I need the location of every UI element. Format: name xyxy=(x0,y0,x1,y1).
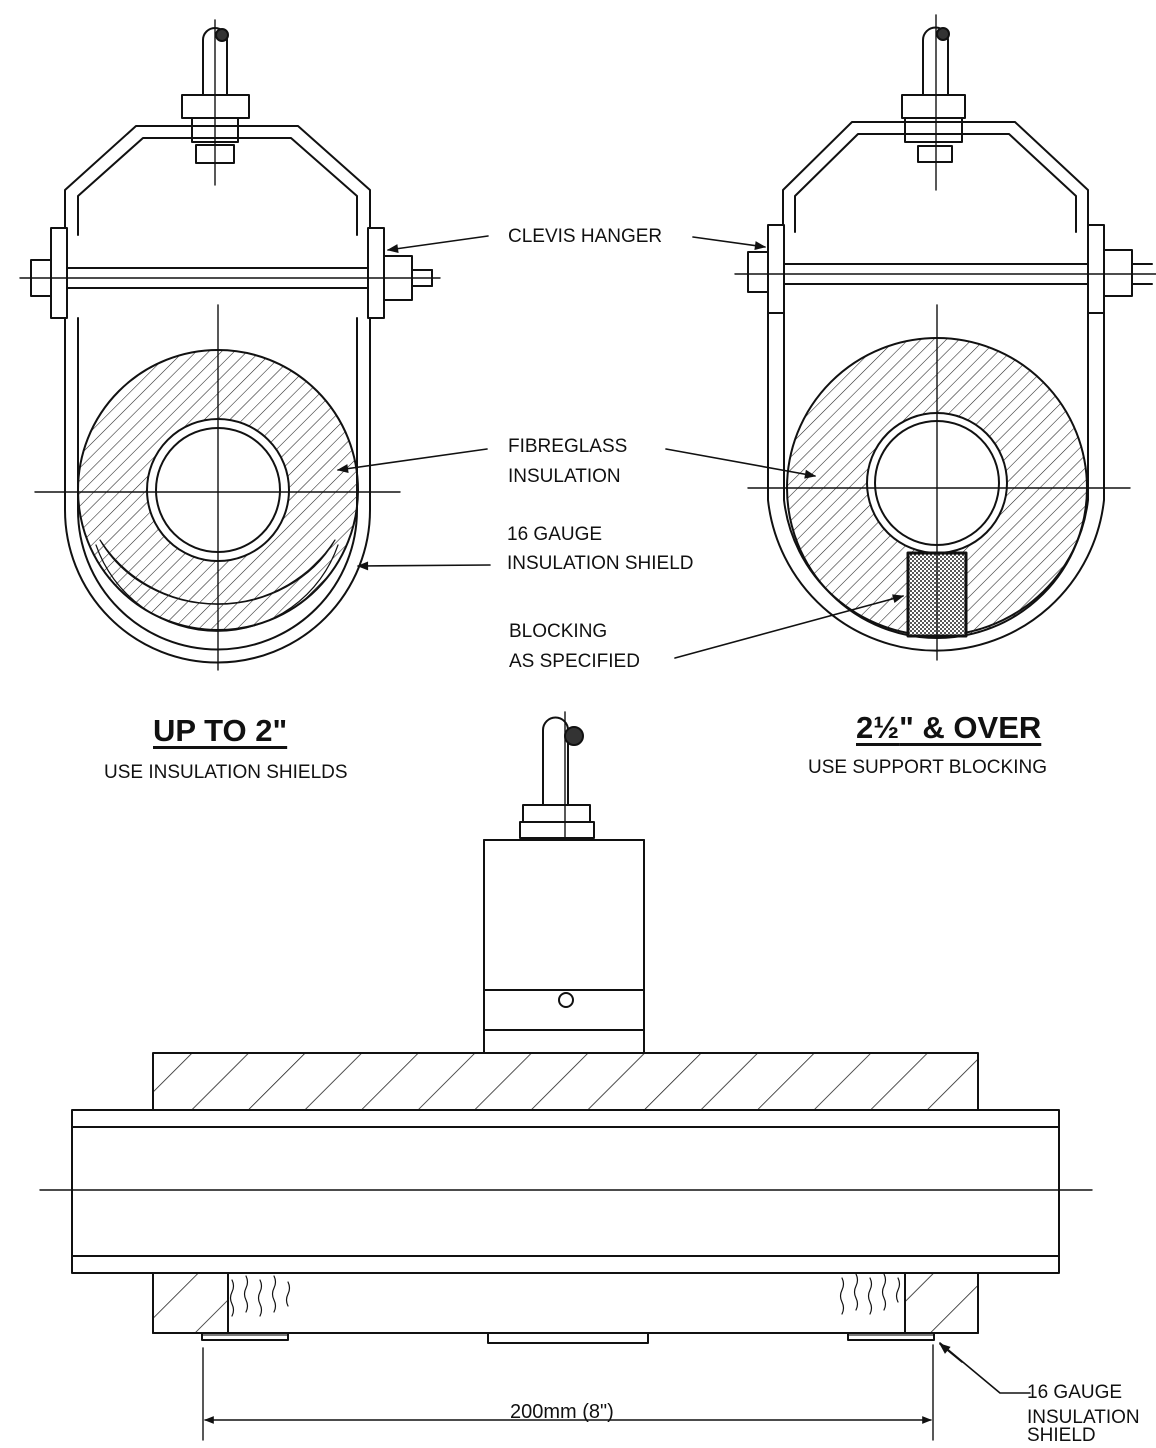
dimension-label: 200mm (8") xyxy=(510,1401,614,1423)
blocking-squiggles-left xyxy=(229,1275,291,1317)
right-detail-title-rest: " & OVER xyxy=(899,710,1042,745)
bottom-shield-label-line2: INSULATION xyxy=(1027,1407,1140,1428)
fibreglass-label-line1: FIBREGLASS xyxy=(508,436,628,457)
right-clevis-hanger xyxy=(734,14,1156,661)
clevis-hanger-label: CLEVIS HANGER xyxy=(508,226,663,247)
blocking-label-line2: AS SPECIFIED xyxy=(509,651,640,672)
shield-label-line2: INSULATION SHIELD xyxy=(507,553,694,574)
left-detail-title: UP TO 2" xyxy=(153,713,288,748)
left-detail-subtitle: USE INSULATION SHIELDS xyxy=(104,762,348,783)
bottom-shield-label-line3: SHIELD xyxy=(1027,1425,1096,1446)
right-detail-subtitle: USE SUPPORT BLOCKING xyxy=(808,757,1047,778)
leader-lines xyxy=(336,235,1031,1394)
right-detail-title-fraction: 2½ xyxy=(856,710,900,745)
side-elevation-view xyxy=(39,711,1093,1441)
blocking-squiggles-right xyxy=(839,1273,901,1315)
blocking-label-line1: BLOCKING xyxy=(509,621,608,642)
shield-label-line1: 16 GAUGE xyxy=(507,524,603,545)
left-clevis-hanger xyxy=(19,19,441,671)
bottom-shield-label-line1: 16 GAUGE xyxy=(1027,1382,1123,1403)
fibreglass-label-line2: INSULATION xyxy=(508,466,621,487)
right-detail-title: 2½" & OVER xyxy=(856,710,1041,746)
